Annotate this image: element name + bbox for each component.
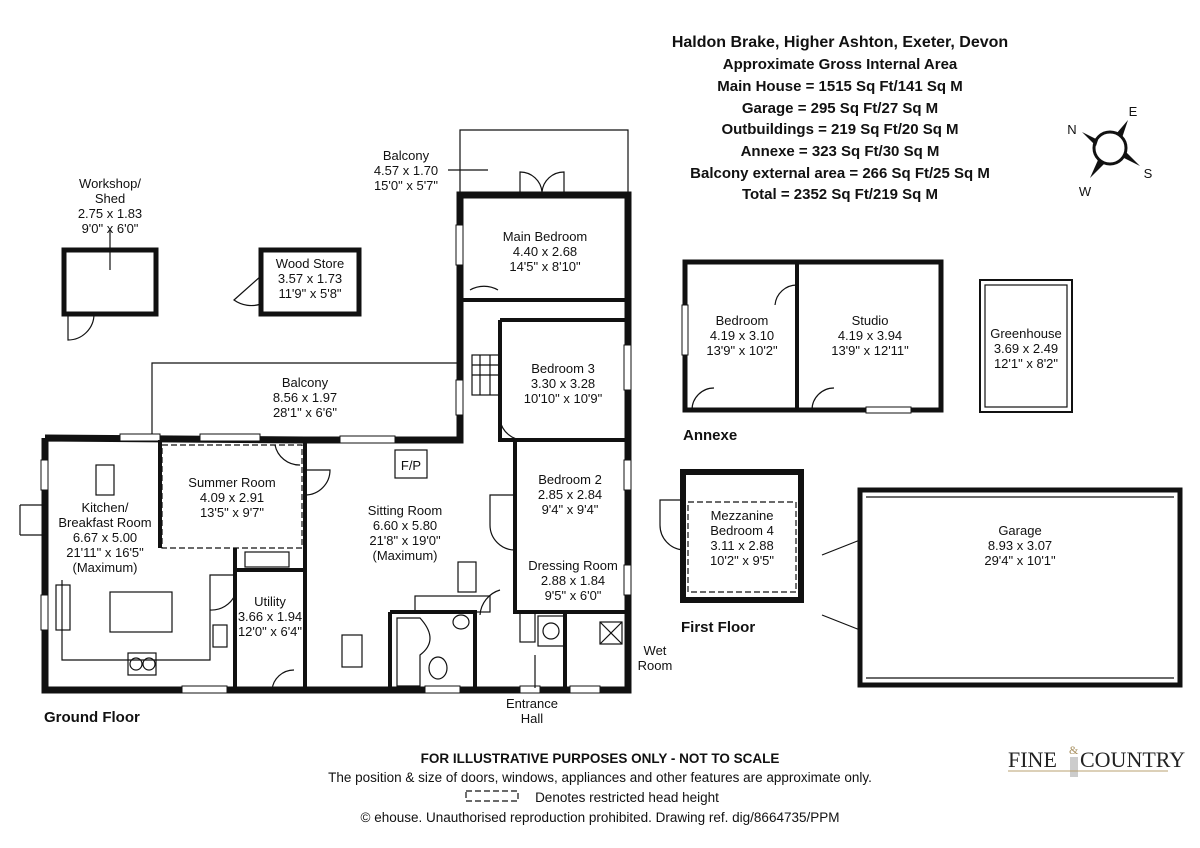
- room-dim-m: 2.75 x 1.83: [78, 206, 142, 221]
- legend-restricted-height: Denotes restricted head height: [535, 790, 719, 805]
- main-house-labels: Main Bedroom 4.40 x 2.68 14'5" x 8'10" B…: [44, 229, 672, 726]
- room-dim-ft: 9'0" x 6'0": [82, 221, 139, 236]
- room-name: Sitting Room: [368, 503, 442, 518]
- room-dim-ft: 11'9" x 5'8": [278, 286, 341, 301]
- workshop-shed: Workshop/ Shed 2.75 x 1.83 9'0" x 6'0": [61, 176, 159, 341]
- room-dim-m: 3.66 x 1.94: [238, 609, 302, 624]
- compass-e: E: [1129, 104, 1138, 119]
- room-name: Wood Store: [276, 256, 344, 271]
- room-name: Greenhouse: [990, 326, 1062, 341]
- room-name: Wet: [644, 643, 667, 658]
- room-dim-m: 4.57 x 1.70: [374, 163, 438, 178]
- room-name: Room: [638, 658, 673, 673]
- logo-text: COUNTRY: [1080, 747, 1185, 772]
- fine-country-logo: FINE & COUNTRY: [1008, 743, 1185, 777]
- compass-w: W: [1079, 184, 1092, 199]
- area-line: Main House = 1515 Sq Ft/141 Sq M: [717, 78, 963, 95]
- compass-icon: N E S W: [1067, 104, 1152, 199]
- room-name: Workshop/: [79, 176, 141, 191]
- room-dim-m: 3.30 x 3.28: [531, 376, 595, 391]
- room-dim-ft: 13'9" x 10'2": [706, 343, 778, 358]
- floor-label-ground: Ground Floor: [44, 709, 140, 726]
- room-name: Studio: [852, 313, 889, 328]
- annexe: Bedroom 4.19 x 3.10 13'9" x 10'2" Studio…: [681, 259, 944, 444]
- room-dim-ft: 9'5" x 6'0": [545, 588, 602, 603]
- room-name: Kitchen/: [82, 500, 129, 515]
- room-dim-ft: 12'1" x 8'2": [994, 356, 1058, 371]
- disclaimer: FOR ILLUSTRATIVE PURPOSES ONLY - NOT TO …: [328, 751, 872, 825]
- room-dim-m: 2.88 x 1.84: [541, 573, 605, 588]
- first-floor: Mezzanine Bedroom 4 3.11 x 2.88 10'2" x …: [659, 469, 804, 636]
- garage: Garage 8.93 x 3.07 29'4" x 10'1": [821, 487, 1183, 688]
- room-name: Shed: [95, 191, 125, 206]
- room-dim-ft: 12'0" x 6'4": [238, 624, 302, 639]
- floor-label-first: First Floor: [681, 619, 755, 636]
- area-line: Total = 2352 Sq Ft/219 Sq M: [742, 186, 938, 203]
- room-dim-ft: 14'5" x 8'10": [509, 259, 581, 274]
- room-dim-m: 6.67 x 5.00: [73, 530, 137, 545]
- wood-store: Wood Store 3.57 x 1.73 11'9" x 5'8": [233, 247, 362, 317]
- room-name: Bedroom 2: [538, 472, 602, 487]
- room-name: Bedroom: [716, 313, 769, 328]
- disclaimer-text: The position & size of doors, windows, a…: [328, 770, 872, 785]
- room-name: Main Bedroom: [503, 229, 588, 244]
- disclaimer-title: FOR ILLUSTRATIVE PURPOSES ONLY - NOT TO …: [421, 751, 780, 766]
- room-dim-m: 8.56 x 1.97: [273, 390, 337, 405]
- room-dim-ft: 13'5" x 9'7": [200, 505, 264, 520]
- room-name: Entrance: [506, 696, 558, 711]
- fireplace-label: F/P: [401, 458, 421, 473]
- logo-amp: &: [1069, 743, 1079, 757]
- room-name: Utility: [254, 594, 286, 609]
- room-note: (Maximum): [373, 548, 438, 563]
- compass-n: N: [1067, 122, 1076, 137]
- room-dim-ft: 9'4" x 9'4": [542, 502, 599, 517]
- property-title: Haldon Brake, Higher Ashton, Exeter, Dev…: [672, 34, 1008, 51]
- balcony-main: Balcony 8.56 x 1.97 28'1" x 6'6": [151, 362, 460, 435]
- room-name: Bedroom 4: [710, 523, 774, 538]
- room-name: Summer Room: [188, 475, 275, 490]
- room-dim-ft: 10'10" x 10'9": [524, 391, 603, 406]
- room-name: Breakfast Room: [58, 515, 151, 530]
- room-dim-ft: 10'2" x 9'5": [710, 553, 774, 568]
- room-name: Dressing Room: [528, 558, 618, 573]
- balcony-top: Balcony 4.57 x 1.70 15'0" x 5'7": [374, 129, 629, 195]
- floor-label-annexe: Annexe: [683, 427, 737, 444]
- area-line: Balcony external area = 266 Sq Ft/25 Sq …: [690, 165, 990, 182]
- room-name: Hall: [521, 711, 544, 726]
- compass-s: S: [1144, 166, 1153, 181]
- room-dim-m: 3.11 x 2.88: [710, 538, 773, 553]
- room-dim-ft: 28'1" x 6'6": [273, 405, 337, 420]
- room-dim-ft: 29'4" x 10'1": [984, 553, 1056, 568]
- copyright-text: © ehouse. Unauthorised reproduction proh…: [361, 810, 840, 825]
- area-line: Outbuildings = 219 Sq Ft/20 Sq M: [721, 121, 958, 138]
- room-dim-m: 4.40 x 2.68: [513, 244, 577, 259]
- area-subtitle: Approximate Gross Internal Area: [723, 56, 958, 73]
- room-dim-ft: 13'9" x 12'11": [831, 343, 909, 358]
- area-line: Garage = 295 Sq Ft/27 Sq M: [742, 100, 938, 117]
- room-note: (Maximum): [73, 560, 138, 575]
- room-dim-m: 3.57 x 1.73: [278, 271, 342, 286]
- room-dim-m: 4.09 x 2.91: [200, 490, 264, 505]
- room-dim-ft: 21'8" x 19'0": [369, 533, 441, 548]
- room-dim-ft: 15'0" x 5'7": [374, 178, 438, 193]
- room-name: Garage: [998, 523, 1041, 538]
- area-line: Annexe = 323 Sq Ft/30 Sq M: [741, 143, 940, 160]
- room-dim-m: 6.60 x 5.80: [373, 518, 437, 533]
- room-name: Balcony: [383, 148, 430, 163]
- room-dim-ft: 21'11" x 16'5": [66, 545, 144, 560]
- room-name: Mezzanine: [711, 508, 774, 523]
- room-name: Balcony: [282, 375, 329, 390]
- room-dim-m: 8.93 x 3.07: [988, 538, 1052, 553]
- room-dim-m: 2.85 x 2.84: [538, 487, 602, 502]
- room-dim-m: 4.19 x 3.94: [838, 328, 902, 343]
- logo-text: FINE: [1008, 747, 1057, 772]
- room-dim-m: 4.19 x 3.10: [710, 328, 774, 343]
- room-name: Bedroom 3: [531, 361, 595, 376]
- area-summary: Haldon Brake, Higher Ashton, Exeter, Dev…: [672, 34, 1008, 203]
- greenhouse: Greenhouse 3.69 x 2.49 12'1" x 8'2": [979, 279, 1073, 413]
- room-dim-m: 3.69 x 2.49: [994, 341, 1058, 356]
- main-house: F/P: [19, 191, 632, 694]
